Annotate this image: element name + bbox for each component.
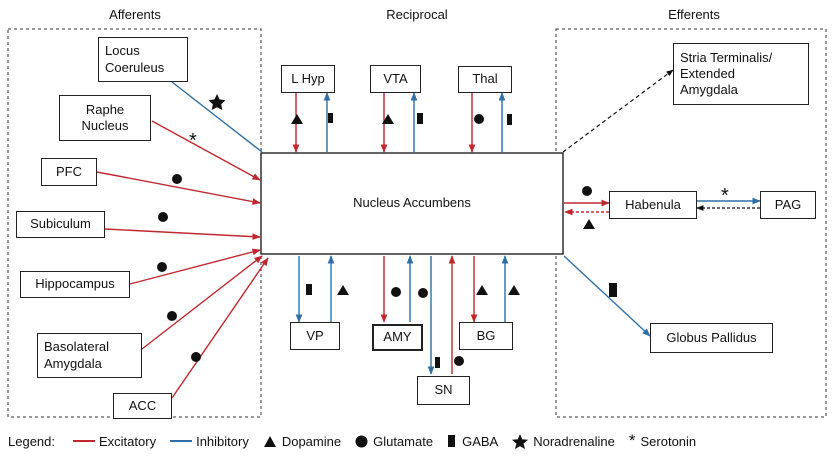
- symbol-glutamate-amy-in: [418, 288, 428, 298]
- nucleus-accumbens-box: [260, 152, 564, 255]
- edge-hippocampus-nac: [129, 248, 261, 285]
- node-basolateral-amygdala: Basolateral Amygdala: [37, 333, 142, 378]
- legend-dopamine: Dopamine: [263, 434, 341, 449]
- node-thal: Thal: [458, 66, 512, 93]
- legend-gaba: GABA: [447, 434, 498, 449]
- node-bg: BG: [459, 322, 513, 350]
- edge-nac-gp: [563, 255, 651, 337]
- legend-inhibitory: Inhibitory: [170, 434, 249, 449]
- symbol-glutamate-pfc: [172, 174, 182, 184]
- symbol-glutamate-acc: [191, 352, 201, 362]
- nucleus-accumbens: Nucleus Accumbens: [353, 195, 471, 211]
- star-icon: [512, 433, 529, 449]
- node-l-hyp: L Hyp: [281, 65, 335, 93]
- node-globus-pallidus: Globus Pallidus: [650, 323, 773, 353]
- symbol-gaba-thal: [507, 114, 512, 125]
- node-acc: ACC: [113, 393, 172, 419]
- legend-noradrenaline: Noradrenaline: [512, 433, 615, 449]
- symbol-gaba-lhyp: [328, 113, 333, 123]
- edge-bla-nac: [141, 255, 263, 350]
- reciprocal-title: Reciprocal: [386, 7, 448, 22]
- legend-excitatory: Excitatory: [69, 434, 156, 449]
- legend-noradrenaline-label: Noradrenaline: [533, 433, 615, 449]
- symbol-glutamate-sn: [454, 356, 464, 366]
- symbol-glutamate-habenula: [582, 186, 592, 196]
- bar-icon: [448, 435, 456, 447]
- legend: Legend: Excitatory Inhibitory Dopamine G…: [8, 431, 710, 451]
- legend-serotonin: * Serotonin: [629, 431, 696, 451]
- symbol-noradrenaline-star: [208, 94, 226, 110]
- node-vp: VP: [290, 322, 340, 350]
- symbol-dopamine-habenula: [583, 219, 595, 229]
- excitatory-line-icon: [73, 440, 95, 442]
- legend-serotonin-label: Serotonin: [640, 433, 697, 449]
- node-amy: AMY: [372, 324, 423, 351]
- symbol-dopamine-vta: [382, 114, 394, 124]
- node-pag: PAG: [760, 191, 816, 219]
- edge-nac-stria: [562, 69, 674, 153]
- node-locus-coeruleus: Locus Coeruleus: [98, 37, 188, 82]
- edge-raphe-nac: [151, 120, 261, 181]
- symbol-glutamate-bla: [167, 311, 177, 321]
- legend-inhibitory-label: Inhibitory: [196, 433, 249, 449]
- legend-glutamate: Glutamate: [355, 434, 433, 449]
- legend-dopamine-label: Dopamine: [281, 433, 342, 449]
- node-pfc: PFC: [41, 158, 97, 186]
- legend-excitatory-label: Excitatory: [99, 433, 157, 449]
- symbol-gaba-vta: [417, 113, 423, 124]
- symbol-dopamine-bg-in: [508, 285, 520, 295]
- symbol-dopamine-bg-out: [476, 285, 488, 295]
- node-vta: VTA: [370, 65, 421, 93]
- edge-acc-nac: [171, 257, 269, 399]
- node-raphe-nucleus: Raphe Nucleus: [59, 95, 151, 141]
- node-sn: SN: [417, 376, 470, 405]
- symbol-serotonin-raphe: *: [189, 130, 197, 152]
- edge-pfc-nac: [96, 171, 261, 205]
- afferents-title: Afferents: [109, 7, 161, 22]
- symbol-glutamate-hippocampus: [157, 262, 167, 272]
- node-subiculum: Subiculum: [16, 211, 105, 238]
- asterisk-icon: *: [628, 431, 636, 450]
- symbol-glutamate-amy-out: [391, 287, 401, 297]
- efferents-title: Efferents: [668, 7, 720, 22]
- symbol-glutamate-subiculum: [158, 212, 168, 222]
- triangle-icon: [263, 435, 276, 447]
- node-habenula: Habenula: [609, 191, 697, 219]
- symbol-gaba-sn: [435, 357, 440, 368]
- symbol-dopamine-vp: [337, 285, 349, 295]
- symbol-gaba-gp: [609, 283, 617, 297]
- inhibitory-line-icon: [170, 440, 193, 442]
- legend-glutamate-label: Glutamate: [373, 433, 434, 449]
- edge-subiculum-nac: [104, 228, 261, 240]
- node-hippocampus: Hippocampus: [20, 271, 130, 298]
- symbol-serotonin-pag: *: [721, 185, 729, 207]
- symbol-gaba-vp: [306, 284, 312, 295]
- circle-icon: [355, 435, 368, 447]
- legend-gaba-label: GABA: [462, 433, 499, 449]
- symbol-dopamine-lhyp: [291, 114, 303, 124]
- node-stria-terminalis: Stria Terminalis/ Extended Amygdala: [673, 43, 809, 105]
- legend-title: Legend:: [8, 433, 55, 449]
- edge-locus-nac: [171, 81, 263, 153]
- symbol-glutamate-thal: [474, 114, 484, 124]
